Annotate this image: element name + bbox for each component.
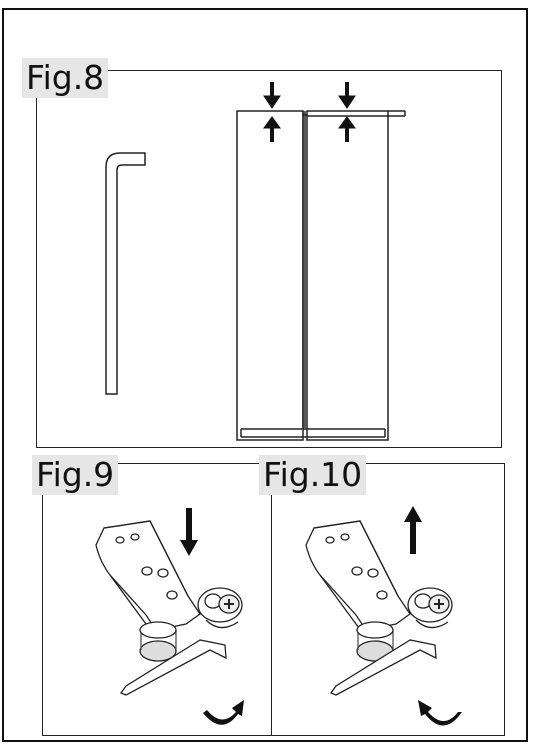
up-arrow-icon: [404, 506, 422, 554]
rotate-left-icon: [418, 700, 462, 726]
hinge-bracket-icon: [305, 520, 453, 696]
fig10-label: Fig.10: [259, 455, 367, 495]
allen-key-icon: [105, 152, 146, 395]
fridge-doors-icon: [236, 110, 406, 441]
door-gap-arrows-icon: [263, 82, 356, 142]
fig8-label: Fig.8: [22, 58, 109, 98]
fig8-panel: [36, 70, 502, 448]
hinge-bracket-icon: [95, 520, 243, 696]
rotate-right-icon: [203, 700, 244, 725]
down-arrow-icon: [180, 508, 198, 556]
fig9-label: Fig.9: [32, 455, 119, 495]
page-frame: [2, 8, 528, 742]
fig10-panel: [271, 463, 505, 736]
